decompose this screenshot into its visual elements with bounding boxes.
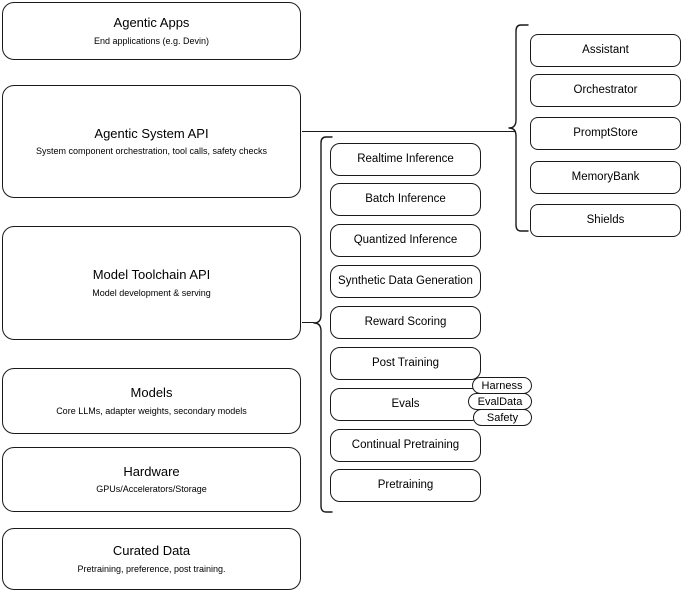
capability-label: Pretraining xyxy=(377,479,434,492)
capability-label: Continual Pretraining xyxy=(351,439,460,452)
layer-box-hardware[interactable]: Hardware GPUs/Accelerators/Storage xyxy=(2,447,301,512)
capability-label: Post Training xyxy=(371,357,440,370)
capability-box-quantized-inference[interactable]: Quantized Inference xyxy=(330,224,481,257)
layer-title: Curated Data xyxy=(112,543,191,559)
eval-pill-safety[interactable]: Safety xyxy=(473,409,532,426)
layer-title: Hardware xyxy=(123,463,180,479)
eval-pill-harness[interactable]: Harness xyxy=(472,377,532,394)
eval-pill-label: Harness xyxy=(481,379,523,392)
capability-box-post-training[interactable]: Post Training xyxy=(330,347,481,380)
capability-label: Quantized Inference xyxy=(353,234,458,247)
component-label: Assistant xyxy=(582,44,629,57)
capability-box-evals[interactable]: Evals xyxy=(330,388,481,421)
capability-box-realtime-inference[interactable]: Realtime Inference xyxy=(330,143,481,176)
layer-title: Agentic System API xyxy=(94,125,209,141)
capability-box-pretraining[interactable]: Pretraining xyxy=(330,469,481,502)
component-box-orchestrator[interactable]: Orchestrator xyxy=(530,74,681,107)
eval-pill-label: EvalData xyxy=(477,395,523,408)
component-label: Shields xyxy=(586,214,625,227)
capability-label: Reward Scoring xyxy=(364,316,447,329)
component-box-assistant[interactable]: Assistant xyxy=(530,34,681,67)
connector-line-system-api-to-components xyxy=(302,131,516,132)
component-box-shields[interactable]: Shields xyxy=(530,204,681,237)
layer-box-agentic-apps[interactable]: Agentic Apps End applications (e.g. Devi… xyxy=(2,2,301,60)
layer-subtitle: Core LLMs, adapter weights, secondary mo… xyxy=(56,405,247,416)
connector-line-toolchain-to-capabilities xyxy=(302,322,314,323)
component-label: PromptStore xyxy=(573,127,638,140)
layer-subtitle: Pretraining, preference, post training. xyxy=(77,563,226,574)
capability-label: Batch Inference xyxy=(365,193,446,206)
layer-box-models[interactable]: Models Core LLMs, adapter weights, secon… xyxy=(2,368,301,434)
capability-box-continual-pretraining[interactable]: Continual Pretraining xyxy=(330,429,481,462)
layer-subtitle: End applications (e.g. Devin) xyxy=(93,35,210,46)
component-box-promptstore[interactable]: PromptStore xyxy=(530,117,681,150)
eval-pill-evaldata[interactable]: EvalData xyxy=(468,393,532,410)
component-label: Orchestrator xyxy=(573,84,638,97)
layer-title: Model Toolchain API xyxy=(92,267,211,283)
layer-box-curated-data[interactable]: Curated Data Pretraining, preference, po… xyxy=(2,528,301,590)
capability-label: Realtime Inference xyxy=(357,153,454,166)
eval-pill-label: Safety xyxy=(486,411,519,424)
layer-subtitle: GPUs/Accelerators/Storage xyxy=(96,484,207,494)
capability-box-reward-scoring[interactable]: Reward Scoring xyxy=(330,306,481,339)
capability-label: Synthetic Data Generation xyxy=(338,275,473,288)
capabilities-bracket xyxy=(313,136,333,513)
layer-subtitle: Model development & serving xyxy=(92,287,211,298)
components-bracket xyxy=(508,24,529,232)
capability-box-batch-inference[interactable]: Batch Inference xyxy=(330,183,481,216)
component-label: MemoryBank xyxy=(571,171,640,184)
layer-title: Models xyxy=(130,385,173,401)
layer-subtitle: System component orchestration, tool cal… xyxy=(35,146,268,156)
layer-box-agentic-system-api[interactable]: Agentic System API System component orch… xyxy=(2,85,301,198)
layer-box-model-toolchain-api[interactable]: Model Toolchain API Model development & … xyxy=(2,226,301,340)
layer-title: Agentic Apps xyxy=(113,15,190,31)
component-box-memorybank[interactable]: MemoryBank xyxy=(530,161,681,194)
capability-label: Evals xyxy=(391,398,420,411)
capability-box-synthetic-data-generation[interactable]: Synthetic Data Generation xyxy=(330,265,481,298)
